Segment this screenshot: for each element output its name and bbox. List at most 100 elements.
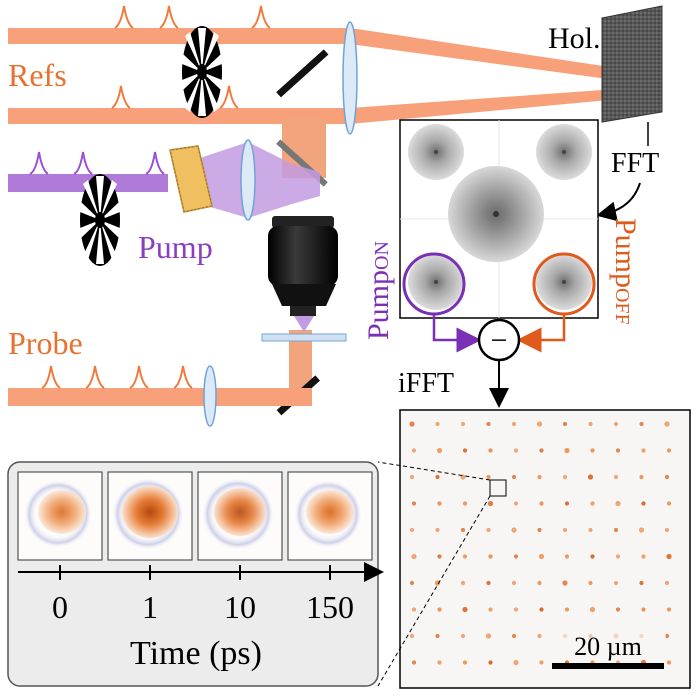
probe-lens [203,365,217,427]
refs-chopper-wheel-icon [182,26,222,118]
lattice-spot [539,607,544,612]
time-axis-ticks: 0 1 10 150 [52,565,354,625]
pump-chopper-wheel-icon [80,174,120,266]
lattice-spot [511,633,517,639]
snapshot-150ps [287,471,373,561]
lattice-spot [411,660,417,665]
ifft-label: iFFT [398,368,454,399]
lattice-spot [460,421,466,427]
lattice-spot [486,527,491,533]
scale-bar-label: 20 µm [574,632,642,661]
time-tick-label: 1 [142,589,158,625]
spot-grid [409,421,672,666]
lattice-spot [486,580,491,586]
lattice-spot [511,474,517,480]
lattice-spot [411,501,417,506]
pump-off-arrow [516,314,566,353]
lower-reference-beam [8,88,630,124]
lattice-spot [435,474,440,480]
lattice-spot [437,607,442,612]
lattice-spot [488,660,493,665]
lattice-spot [462,660,468,665]
lattice-spot [486,474,491,480]
lattice-spot [641,554,646,559]
sample-slide [261,333,347,342]
time-tick-label: 0 [52,589,68,625]
lattice-spot [511,527,517,533]
lattice-spot [409,421,415,427]
crystal-hatch [169,145,213,213]
lattice-spot [588,580,593,586]
lattice-spot [666,607,672,612]
reference-beams [8,28,630,392]
time-tick-label: 150 [306,589,354,625]
lattice-spot [487,500,494,507]
snapshot-1ps [107,471,193,561]
lattice-spot [462,554,468,559]
lattice-spot [615,607,621,612]
lattice-spot [538,553,545,560]
lattice-spot [564,554,570,559]
lattice-spot [664,527,670,533]
lattice-spot [641,448,646,453]
zoom-guide-top [377,461,491,481]
lattice-spot [537,527,542,533]
pump-lens [240,139,256,221]
lattice-spot [615,448,621,453]
lattice-spot [513,501,519,506]
upper-reference-beam [8,28,630,82]
lattice-spot [537,633,542,639]
lattice-spot [562,474,568,480]
time-series-panel: 0 1 10 150 Time (ps) [7,461,384,687]
lattice-spot [639,580,644,586]
pump-beam [8,142,320,218]
time-tick-label: 10 [224,589,256,625]
lattice-spot [437,660,442,665]
lattice-spot [409,633,415,639]
lattice-spot [666,501,672,506]
time-axis-label: Time (ps) [130,635,262,672]
combined-beam-vertical [282,118,326,178]
minus-circle-icon: − [477,318,521,362]
probe-pulses [41,365,193,389]
reference-lens [342,21,358,135]
lattice-spot [485,633,492,639]
lattice-spot [666,553,672,560]
lattice-spot [590,448,595,453]
lattice-spot [615,554,621,559]
lattice-spot [513,659,519,666]
lattice-spot [638,527,645,533]
subtract-symbol: − [491,324,508,357]
lattice-spot [437,554,442,559]
lattice-spot [435,527,440,533]
lattice-spot [409,527,415,533]
lattice-spot [664,580,670,586]
fft-arrow [596,182,641,222]
lattice-spot [539,448,544,453]
lattice-spot [664,421,670,427]
probe-label: Probe [8,325,83,361]
lattice-spot [411,607,417,612]
pump-on-arrow [432,314,482,353]
refs-label: Refs [8,57,67,93]
lattice-spot [562,527,568,533]
microscope-objective-icon [268,216,338,332]
lattice-spot [409,474,415,480]
lattice-spot [539,660,544,665]
lattice-spot [537,580,542,586]
scale-bar-bg [552,628,666,658]
zoom-guide-bottom [377,495,491,687]
pump-on-label: PumpON [362,241,395,340]
mirror-upper [276,49,329,98]
lattice-spot [564,607,570,612]
probe-beam-horizontal [8,388,312,406]
lattice-spot [486,421,491,427]
lattice-spot [664,474,670,480]
lattice-spot [488,554,493,559]
lattice-spot [613,527,619,533]
lattice-spot [488,448,493,453]
lattice-spot [590,501,595,506]
lattice-spot [615,500,621,507]
scale-bar [552,663,664,669]
